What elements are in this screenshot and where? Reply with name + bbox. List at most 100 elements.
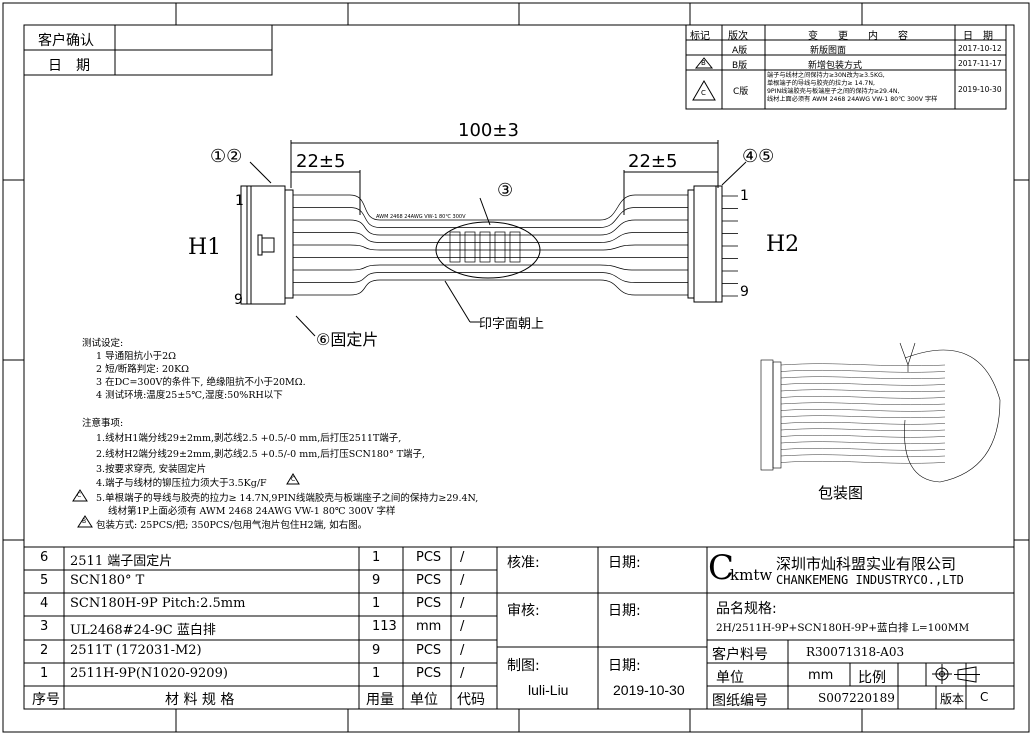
cable-wire — [293, 194, 688, 221]
review-label: 审核: — [507, 603, 540, 619]
rev-c-content-1: 端子与线材之间保持力≥30N改为≥3.5KG, — [767, 72, 885, 79]
test-settings-title: 测试设定: — [82, 338, 124, 349]
bom-row-spec: SCN180H-9P Pitch:2.5mm — [70, 596, 246, 611]
package-cable-line — [780, 448, 946, 451]
right-strip-dim: 22±5 — [628, 151, 678, 172]
bom-row-no: 5 — [40, 573, 49, 588]
package-cable-line — [780, 422, 946, 425]
bom-header-spec: 材 料 规 格 — [165, 692, 235, 708]
bom-row-no: 1 — [40, 666, 49, 681]
bom-row-unit: mm — [416, 619, 442, 634]
package-cable-line — [780, 370, 946, 373]
bom-row-spec: 2511 端子固定片 — [70, 554, 173, 569]
print-marker — [494, 231, 506, 263]
bom-row-qty: 1 — [372, 596, 381, 611]
approve-label: 核准: — [507, 555, 540, 571]
note-1: 1.线材H1端分线29±2mm,剥芯线2.5 +0.5/-0 mm,后打压251… — [96, 433, 402, 444]
bom-row-spec: UL2468#24-9C 蓝白排 — [70, 623, 216, 638]
rev-c-content-2: 单根端子的导线与胶壳的拉力≥ 14.7N, — [767, 80, 875, 87]
bom-row-no: 3 — [40, 619, 49, 634]
bom-row-spec: 2511H-9P(N1020-9209) — [70, 666, 228, 681]
cable-wire — [293, 232, 688, 243]
rev-header-content: 变 更 内 容 — [808, 31, 908, 42]
callout-4-5: ④⑤ — [742, 146, 775, 167]
logo-kmtw: kmtw — [730, 566, 773, 584]
drawing-no: S007220189 — [818, 691, 895, 705]
rev-header-date: 日 期 — [963, 31, 993, 42]
rev-c-date: 2019-10-30 — [958, 85, 1002, 94]
bom-row-no: 2 — [40, 643, 49, 658]
cable-print-text: AWM 2468 24AWG VW-1 80℃ 300V — [376, 214, 466, 220]
total-length-dim: 100±3 — [458, 120, 519, 141]
bom-row-unit: PCS — [416, 643, 442, 658]
bom-row-unit: PCS — [416, 573, 442, 588]
confirm-date-label: 日 期 — [48, 58, 90, 74]
drawing-no-label: 图纸编号 — [712, 693, 768, 709]
note-b-mark: B — [82, 518, 87, 525]
bom-row-unit: PCS — [416, 550, 442, 565]
test-item-3: 3 在DC=300V的条件下, 绝缘阻抗不小于20MΩ. — [96, 377, 306, 388]
cable-wire — [293, 244, 688, 251]
rev-a-version: A版 — [732, 46, 748, 56]
company-name-cn: 深圳市灿科盟实业有限公司 — [776, 555, 957, 573]
rev-c-mark: C — [701, 89, 706, 97]
package-cable-line — [780, 435, 946, 438]
note-5-c-mark: C — [77, 492, 82, 499]
rev-b-content: 新增包装方式 — [808, 61, 863, 71]
note-5-line-2: 线材第1P上面必须有 AWM 2468 24AWG VW-1 80℃ 300V … — [108, 506, 396, 517]
note-3: 3.按要求穿壳, 安装固定片 — [96, 464, 207, 475]
unit-value: mm — [808, 668, 834, 683]
package-cable-line — [780, 363, 946, 366]
drawn-by: luli-Liu — [528, 682, 569, 698]
projection-symbol-icon — [932, 664, 982, 684]
notes-title: 注意事项: — [82, 418, 124, 429]
package-cable-line — [780, 383, 946, 386]
bom-row-code: / — [460, 619, 465, 634]
cable-wire — [293, 264, 688, 271]
h1-pin-1: 1 — [235, 193, 244, 209]
package-cable-line — [780, 409, 946, 412]
print-marker — [449, 231, 461, 263]
company-name-en: CHANKEMENG INDUSTRYCO.,LTD — [776, 573, 964, 587]
drawn-date-label: 日期: — [608, 658, 641, 674]
package-cable-line — [780, 376, 946, 379]
ribbon-cable — [293, 194, 688, 296]
rev-header-version: 版次 — [728, 31, 748, 42]
part-no-label: 客户料号 — [712, 647, 768, 663]
bom-row-code: / — [460, 550, 465, 565]
rev-c-content-3: 9PIN线端胶壳与板端座子之间的保持力≥29.4N, — [767, 88, 900, 95]
print-marker — [464, 231, 476, 263]
package-cable-line — [780, 389, 946, 392]
package-label: 包装图 — [818, 484, 864, 502]
cable-wire — [293, 272, 688, 283]
callout-1-2: ①② — [210, 146, 243, 167]
print-side-up-label: 印字面朝上 — [479, 317, 545, 332]
drawn-label: 制图: — [507, 658, 540, 674]
note-2: 2.线材H2端分线29±2mm,剥芯线2.5 +0.5/-0 mm,后打压SCN… — [96, 449, 426, 460]
package-drawing — [760, 342, 1001, 483]
h1-pin-9: 9 — [234, 292, 243, 308]
bom-row-spec: SCN180° T — [70, 573, 145, 588]
rev-b-version: B版 — [732, 61, 748, 71]
h1-label: H1 — [188, 235, 222, 260]
rev-c-version: C版 — [733, 87, 749, 97]
bom-row-code: / — [460, 643, 465, 658]
bom-row-unit: PCS — [416, 596, 442, 611]
bom-row-qty: 9 — [372, 573, 381, 588]
part-no: R30071318-A03 — [806, 645, 905, 659]
product-name: 2H/2511H-9P+SCN180H-9P+蓝白排 L=100MM — [716, 622, 970, 634]
package-cable-line — [780, 415, 946, 418]
logo-c: C — [708, 548, 735, 588]
bom-row-unit: PCS — [416, 666, 442, 681]
version-label: 版本 — [940, 692, 965, 706]
bom-row-qty: 113 — [372, 619, 397, 634]
unit-label: 单位 — [716, 670, 744, 686]
bom-header-no: 序号 — [32, 692, 60, 708]
version-value: C — [980, 690, 989, 704]
package-cable-line — [780, 441, 946, 444]
customer-confirm-label: 客户确认 — [38, 33, 94, 49]
bom-header-code: 代码 — [457, 692, 485, 708]
rev-a-date: 2017-10-12 — [958, 44, 1002, 53]
h2-pin-1: 1 — [740, 188, 749, 204]
print-marker — [479, 231, 491, 263]
